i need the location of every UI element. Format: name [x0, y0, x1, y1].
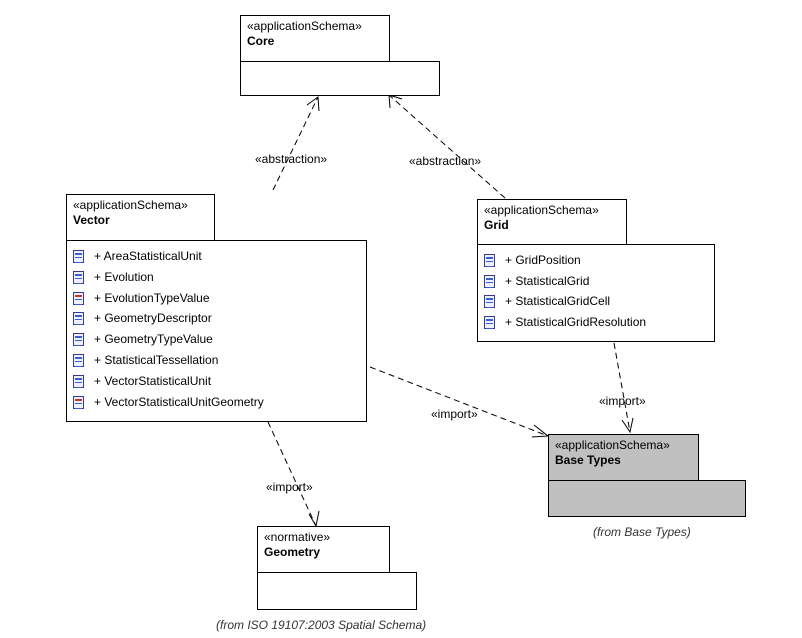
class-icon [484, 274, 495, 288]
class-label: + EvolutionTypeValue [94, 291, 210, 305]
class-item[interactable]: + GeometryDescriptor [73, 310, 212, 326]
package-name: Core [247, 34, 275, 48]
class-label: + VectorStatisticalUnit [94, 374, 212, 388]
enumeration-icon [73, 395, 84, 409]
class-item[interactable]: + StatisticalGrid [484, 273, 589, 289]
vector-core-abstraction-line [272, 96, 319, 191]
package-name: Vector [73, 213, 110, 227]
class-label: + GeometryTypeValue [94, 332, 213, 346]
class-label: + StatisticalGrid [505, 274, 590, 288]
arrowhead-grid-base-types [621, 417, 634, 434]
class-icon [484, 315, 495, 329]
class-icon [73, 353, 84, 367]
class-label: + StatisticalGridResolution [505, 315, 647, 329]
package-stereotype: «applicationSchema» [247, 19, 362, 33]
class-label: + VectorStatisticalUnitGeometry [94, 395, 264, 409]
class-item[interactable]: + Evolution [73, 269, 154, 285]
abstraction-label-grid-core: «abstraction» [409, 154, 482, 168]
package-geometry-tab: «normative» Geometry [257, 526, 390, 573]
package-grid-body: + GridPosition + StatisticalGrid + Stati… [477, 244, 715, 342]
package-name: Base Types [555, 453, 621, 467]
package-vector-tab: «applicationSchema» Vector [66, 194, 215, 241]
package-base-types-body [548, 480, 746, 517]
class-label: + GridPosition [505, 253, 581, 267]
class-item[interactable]: + VectorStatisticalUnitGeometry [73, 394, 264, 410]
package-core-tab: «applicationSchema» Core [240, 15, 390, 62]
class-label: + StatisticalTessellation [94, 353, 219, 367]
package-grid-tab: «applicationSchema» Grid [477, 199, 627, 245]
grid-base-types-import-line [613, 342, 631, 433]
class-item[interactable]: + AreaStatisticalUnit [73, 248, 202, 264]
vector-base-types-import-line [369, 366, 549, 437]
import-label-grid-base-types: «import» [599, 394, 646, 408]
package-stereotype: «applicationSchema» [555, 438, 670, 452]
abstraction-label-vector-core: «abstraction» [255, 152, 328, 166]
class-label: + GeometryDescriptor [94, 311, 212, 325]
class-label: + Evolution [94, 270, 154, 284]
class-item[interactable]: + GridPosition [484, 252, 581, 268]
class-item[interactable]: + StatisticalGridCell [484, 293, 610, 309]
package-geometry-body [257, 572, 417, 610]
package-core-body [240, 61, 440, 96]
class-item[interactable]: + VectorStatisticalUnit [73, 373, 211, 389]
class-icon [484, 253, 495, 267]
class-icon [73, 270, 84, 284]
import-label-vector-base-types: «import» [431, 407, 478, 421]
class-icon [73, 311, 84, 325]
package-name: Grid [484, 218, 509, 232]
package-stereotype: «normative» [264, 530, 331, 544]
class-label: + AreaStatisticalUnit [94, 249, 202, 263]
class-item[interactable]: + EvolutionTypeValue [73, 290, 210, 306]
package-name: Geometry [264, 545, 321, 559]
package-stereotype: «applicationSchema» [73, 198, 188, 212]
arrowhead-vector-core [306, 96, 320, 112]
grid-core-abstraction-line [388, 94, 506, 199]
package-vector-body: + AreaStatisticalUnit + Evolution + Evol… [66, 240, 367, 422]
import-label-vector-geometry: «import» [266, 480, 313, 494]
package-origin-note: (from Base Types) [593, 525, 691, 539]
class-icon [73, 374, 84, 388]
class-icon [73, 332, 84, 346]
class-item[interactable]: + StatisticalTessellation [73, 352, 218, 368]
vector-geometry-import-line [267, 421, 317, 527]
class-label: + StatisticalGridCell [505, 294, 611, 308]
package-base-types-tab: «applicationSchema» Base Types [548, 434, 699, 481]
class-item[interactable]: + GeometryTypeValue [73, 331, 213, 347]
class-icon [73, 249, 84, 263]
arrowhead-vector-base-types [531, 424, 550, 438]
class-item[interactable]: + StatisticalGridResolution [484, 314, 646, 330]
package-stereotype: «applicationSchema» [484, 203, 599, 217]
class-icon [484, 294, 495, 308]
enumeration-icon [73, 291, 84, 305]
package-origin-note: (from ISO 19107:2003 Spatial Schema) [216, 618, 427, 632]
